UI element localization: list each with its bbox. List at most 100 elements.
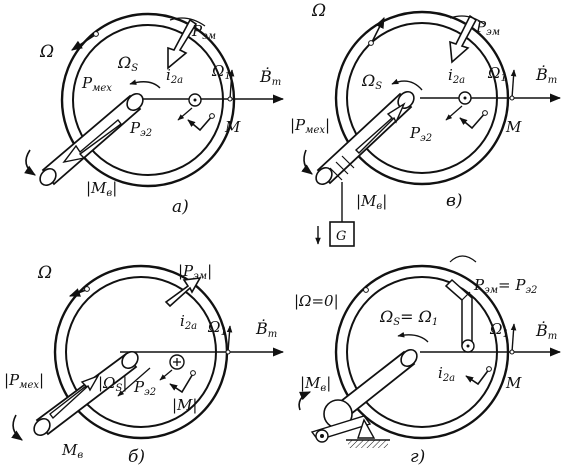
p-mech-arrow [354,102,406,154]
label-omega: Ω [311,1,326,21]
p-em-bracket [169,17,206,27]
caption-a: а) [172,197,189,217]
label-p-e2: Pэ2 [133,378,156,398]
p-em-arrow [164,277,202,308]
p-mech-arrow [49,374,100,420]
omega-s-arrow [397,332,429,343]
label-omega-s: |ΩS| [98,374,127,394]
label-omega-zero: |Ω=0| [294,292,339,310]
caption-g: г) [410,447,425,467]
field-pivot [509,349,515,355]
omega-arrow [71,34,96,51]
field-pivot [227,96,233,102]
weight-box [329,221,355,247]
omega1-arrow [510,69,517,99]
torque-point [190,370,196,376]
p-em-arrow [444,278,473,347]
torque-point [486,366,492,372]
label-m: M [505,118,522,136]
label-b-m: Ḃm [535,320,557,342]
label-p-em: Pэм [475,18,500,38]
torque-point [482,110,488,116]
label-i-2a: i2a [438,364,455,384]
label-m: M [224,118,241,136]
label-omega-s: ΩS [117,53,138,74]
field-pivot [509,95,515,101]
label-omega-s: ΩS [361,71,382,92]
label-m-v: |Mв| [300,374,331,394]
panel-a: Ω Pэм ΩS i2a Ω1 Ḃm Pмех Pэ2 M |Mв| а) [24,12,285,217]
stator-outer-ring [60,12,236,188]
label-b-m: Ḃm [535,64,557,86]
label-p-e2: Pэ2 [409,124,432,144]
label-omega-1: Ω1 [489,320,509,340]
stator-inner-ring [72,24,224,176]
label-b-m: Ḃm [255,318,277,340]
stator-point [93,31,99,37]
label-i-2a: i2a [166,66,183,86]
p-e2-arrow [177,107,193,121]
omega-arrow [371,16,385,43]
omega-arrow [68,288,87,297]
stator-point [368,40,374,46]
label-p-em: |Pэм| [178,262,212,282]
shaft-end [33,417,51,437]
stator-point [363,287,369,293]
label-p-mech: Pмех [81,74,112,94]
omega-s-arrow [129,79,161,89]
shaft-end [121,350,139,370]
p-e2-arrow [159,369,173,381]
caption-v: в) [446,191,463,211]
label-omega: Ω [39,42,54,62]
panel-v: Ω Pэм ΩS i2a Ω1 Ḃm |Pмех| Pэ2 M |Mв| G в… [290,1,562,247]
caption-b: б) [128,447,145,467]
torque-point [209,113,215,119]
torque-arrow [187,114,214,132]
p-mech-arrow [62,118,122,164]
brake [298,391,390,448]
omega1-arrow [228,69,235,100]
shaft [315,90,415,186]
label-omega-1: Ω1 [487,64,507,84]
field-pivot [225,349,231,355]
label-omega-s-eq: ΩS= Ω1 [379,307,438,328]
label-p-em-eq: Pэм= Pэ2 [473,276,537,296]
label-m: |M| [172,396,197,414]
p-em-bracket [449,255,477,263]
label-i-2a: i2a [448,66,465,86]
label-omega-1: Ω1 [207,318,227,338]
label-i-2a: i2a [180,312,197,332]
stator-point [84,286,90,292]
conductor-dot [193,98,197,102]
label-omega: Ω [37,263,52,283]
label-b-m: Ḃm [259,66,281,88]
label-weight: G [336,229,346,244]
m-v-arrow [301,149,313,175]
conductor-dot [466,344,470,348]
label-m: M [505,374,522,392]
conductor-dot [463,96,467,100]
conductor-cross [173,358,181,366]
m-v-arrow [24,149,36,176]
label-p-mech: |Pмех| [290,116,330,136]
omega1-arrow [226,325,233,353]
omega-s-arrow [391,78,423,91]
p-em-arrow [449,14,478,64]
torque-arrow [459,111,487,130]
label-m-v: Mв [61,441,83,461]
torque-arrow [465,367,491,386]
label-p-e2: Pэ2 [129,119,152,139]
label-m-v: |Mв| [356,192,387,212]
label-p-em: Pэм [191,22,216,42]
torque-arrow [169,371,195,394]
shaft-end [400,348,418,368]
omega1-arrow [510,323,517,353]
panel-g: |Ω=0| ΩS= Ω1 Pэм= Pэ2 Ω1 Ḃm i2a M |Mв| г… [294,255,562,467]
panel-b: Ω |Pэм| i2a Ω1 Ḃm |ΩS| Pэ2 |M| |Pмех| Mв… [4,262,285,467]
p-em-bracket [449,15,485,25]
p-em-bend [461,291,471,301]
p-e2-arrow [445,105,463,121]
p-em-arrow [167,18,198,70]
m-v-arrow [11,414,23,441]
